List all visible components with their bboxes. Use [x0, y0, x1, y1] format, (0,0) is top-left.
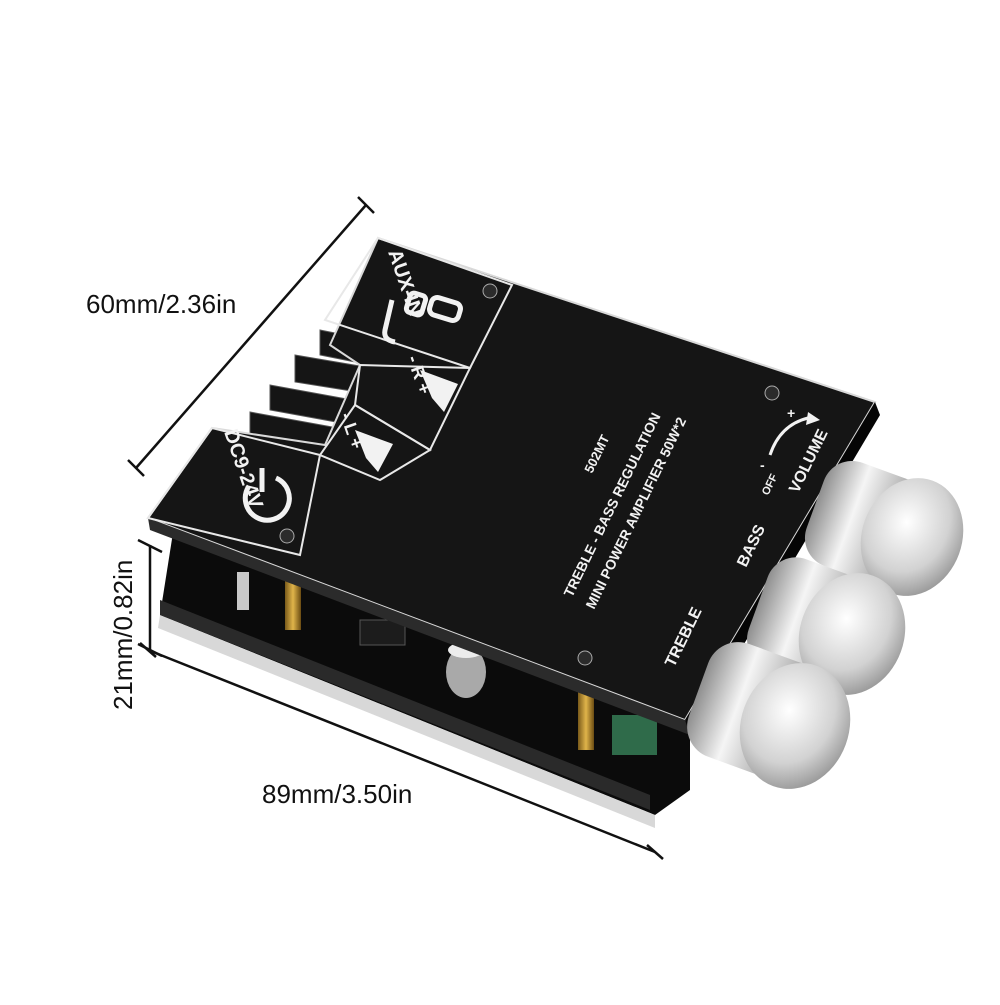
width-dimension-line — [127, 196, 375, 477]
screw — [764, 385, 780, 401]
pcb-body — [158, 520, 690, 828]
treble-knob[interactable] — [678, 633, 868, 805]
volume-plus-label: + — [787, 405, 795, 421]
volume-knob[interactable] — [797, 453, 980, 611]
standoff — [578, 690, 594, 750]
volume-arc — [768, 416, 809, 456]
height-dimension-label: 21mm/0.82in — [108, 560, 138, 710]
power-icon — [242, 468, 292, 523]
screw — [482, 283, 498, 299]
audio-jack-icon — [382, 290, 463, 345]
speaker-left-icon — [355, 430, 393, 472]
standoff — [285, 575, 301, 630]
volume-minus-label: - — [760, 457, 765, 473]
length-dimension-label: 89mm/3.50in — [262, 779, 412, 809]
length-dimension-line — [139, 642, 664, 860]
width-dimension-label: 60mm/2.36in — [86, 289, 236, 319]
capacitor — [446, 646, 486, 698]
component — [237, 572, 249, 610]
height-dimension-line — [137, 538, 163, 658]
component — [612, 715, 657, 755]
screw — [577, 650, 593, 666]
screw — [279, 528, 295, 544]
speaker-right-icon — [420, 370, 458, 412]
chip — [359, 619, 406, 646]
